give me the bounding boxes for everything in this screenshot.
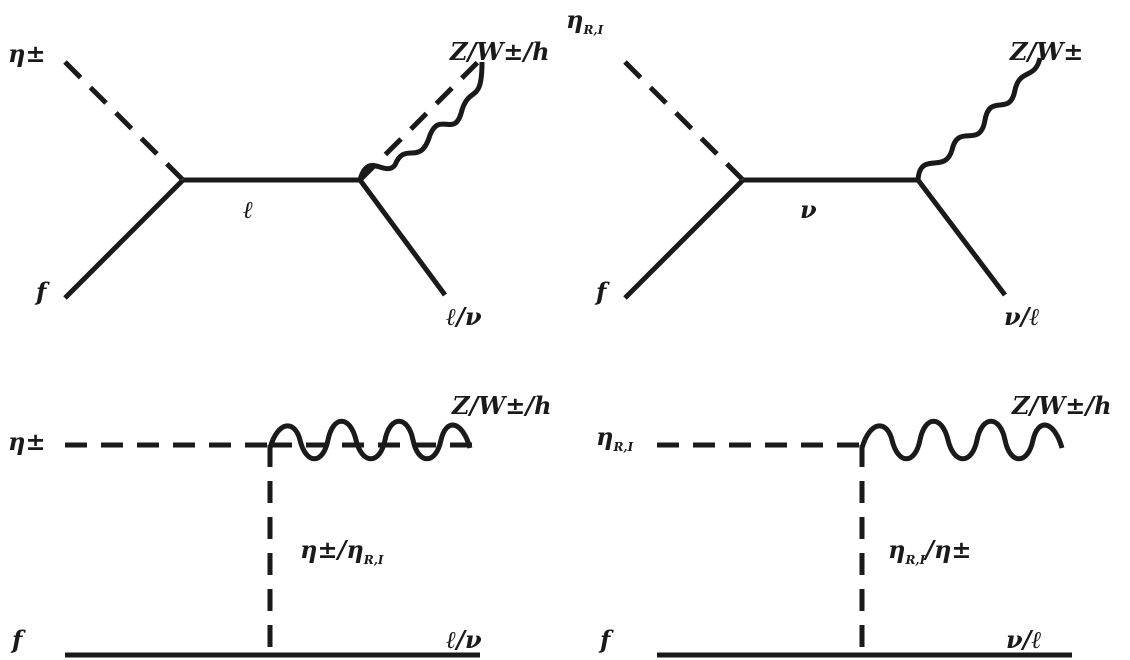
label-propagator-tail: /η± <box>923 535 971 564</box>
label-in-scalar-sub: R,I <box>582 23 603 37</box>
outgoing-boson-wave <box>915 57 1043 181</box>
label-in-scalar: η± <box>8 39 46 68</box>
incoming-fermion-line <box>63 178 185 300</box>
label-in-scalar: ηR,I <box>566 5 604 37</box>
label-propagator-sub: R,I <box>363 553 384 567</box>
label-propagator: η±/ηR,I <box>300 535 384 567</box>
label-in-scalar-main: η <box>566 5 583 34</box>
label-propagator: ℓ <box>243 195 253 224</box>
label-in-fermion: f <box>34 277 50 306</box>
label-propagator: ν <box>800 195 817 224</box>
label-out-fermion: ℓ/ν <box>446 625 482 654</box>
label-in-fermion: f <box>10 625 26 654</box>
label-in-fermion: f <box>598 625 614 654</box>
label-out-boson: Z/W±/h <box>451 391 552 420</box>
diagram-bottom-left: η± f η±/ηR,I Z/W±/h ℓ/ν <box>8 391 552 658</box>
label-out-boson: Z/W±/h <box>449 37 550 66</box>
diagram-top-left: η± f ℓ Z/W±/h ℓ/ν <box>8 37 550 331</box>
label-out-fermion: ν/ℓ <box>1006 625 1042 654</box>
label-propagator: ηR,I/η± <box>888 535 972 567</box>
label-in-scalar: ηR,I <box>596 422 634 454</box>
outgoing-boson-wave <box>859 418 1065 462</box>
label-in-fermion: f <box>594 277 610 306</box>
diagram-bottom-right: ηR,I f ηR,I/η± Z/W±/h ν/ℓ <box>596 391 1112 658</box>
outgoing-fermion-line <box>357 178 448 297</box>
label-out-fermion: ν/ℓ <box>1004 302 1040 331</box>
outgoing-boson-wave <box>267 418 473 462</box>
label-out-boson: Z/W±/h <box>1011 391 1112 420</box>
label-in-scalar: η± <box>8 427 46 456</box>
outgoing-boson-wave <box>357 61 485 181</box>
label-out-fermion: ℓ/ν <box>446 302 482 331</box>
incoming-fermion-line <box>623 178 745 300</box>
incoming-scalar-line <box>63 60 185 182</box>
outgoing-fermion-line <box>916 178 1007 297</box>
label-in-scalar-main: η <box>596 422 613 451</box>
label-in-scalar-sub: R,I <box>612 440 633 454</box>
label-propagator-main: η <box>888 535 905 564</box>
diagram-top-right: ηR,I f ν Z/W± ν/ℓ <box>566 5 1083 331</box>
outgoing-scalar-dashed <box>358 60 480 182</box>
label-propagator-main: η±/η <box>300 535 364 564</box>
incoming-scalar-line <box>623 60 745 182</box>
label-propagator-sub: R,I <box>904 553 925 567</box>
label-out-boson: Z/W± <box>1009 37 1083 66</box>
